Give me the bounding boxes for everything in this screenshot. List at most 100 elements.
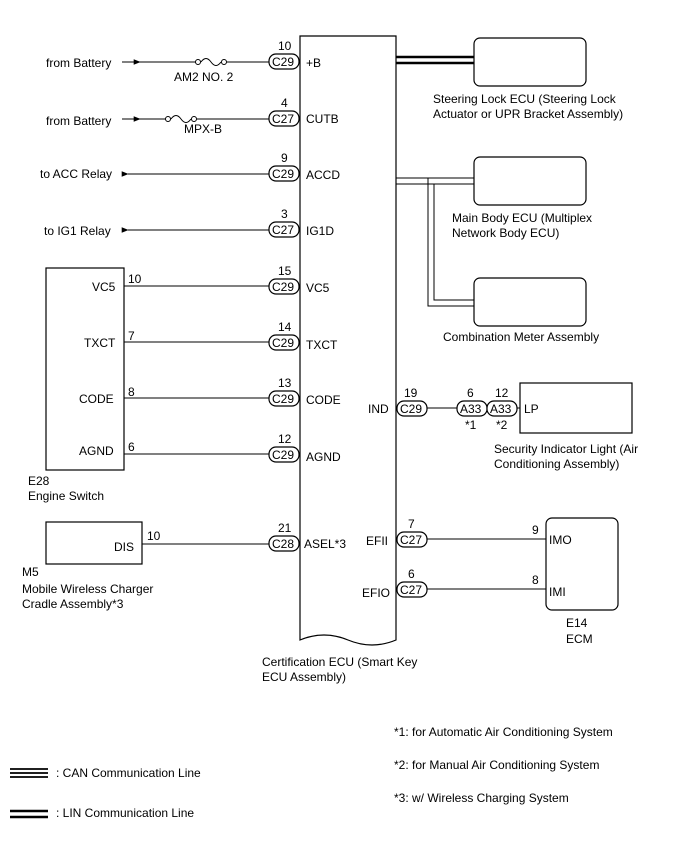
steering-lock-box [473,37,587,87]
source-label: from Battery [46,56,111,70]
note-mark: *2 [496,418,508,432]
legend: : CAN Communication Line : LIN Communica… [10,766,201,820]
left-pin-cutb: 4 C27 CUTB [268,96,339,127]
connector-code: C29 [272,167,294,181]
engine-switch: VC5 TXCT CODE AGND 10 7 8 6 E28 Engine S… [28,267,269,503]
engine-switch-box [45,267,125,471]
pin-number: 14 [278,320,292,334]
terminal-label: DIS [114,540,134,554]
terminal-label: IND [368,402,389,416]
connector-code: C27 [272,223,294,237]
pin-number: 6 [467,386,474,400]
steering-lock-ecu: Steering Lock ECU (Steering Lock Actuato… [396,37,623,121]
component-name: Combination Meter Assembly [443,330,599,344]
source-label: from Battery [46,114,111,128]
terminal-label: LP [524,402,539,416]
charger-box [45,521,143,565]
terminal-label: IMO [549,533,572,547]
connector-code: C29 [272,336,294,350]
fuse-label: MPX-B [184,122,222,136]
component-name: Network Body ECU) [452,226,559,240]
component-name: Steering Lock ECU (Steering Lock [433,92,617,106]
note-mark: *1 [465,418,477,432]
right-pin-efio: EFIO 6 C27 [362,567,428,600]
pin-number: 9 [281,151,288,165]
terminal-label: IMI [549,585,566,599]
left-pin-code: 13 C29 CODE [268,376,341,407]
footnotes: *1: for Automatic Air Conditioning Syste… [394,725,613,805]
fuse-terminal [195,59,201,65]
acc-relay-output: to ACC Relay [40,167,269,181]
component-code: E14 [566,616,588,630]
component-name: Conditioning Assembly) [494,457,619,471]
pin-number: 12 [278,432,292,446]
fuse-terminal [165,116,171,122]
terminal-label: EFII [366,534,388,548]
combination-meter: Combination Meter Assembly [443,277,599,344]
pin-number: 13 [278,376,292,390]
connector-code: A33 [460,402,482,416]
component-name: Actuator or UPR Bracket Assembly) [433,107,623,121]
component-name: Mobile Wireless Charger [22,582,153,596]
connector-code: C29 [272,55,294,69]
pin-number: 8 [128,385,135,399]
component-name: Engine Switch [28,489,104,503]
can-line [433,184,474,301]
terminal-label: CODE [306,393,341,407]
terminal-label: ASEL*3 [304,537,346,551]
pin-number: 10 [128,272,142,286]
pin-number: 8 [532,573,539,587]
connector-code: A33 [490,402,512,416]
pin-number: 10 [147,529,161,543]
component-code: E28 [28,474,50,488]
connector-code: C29 [272,280,294,294]
fuse-icon [200,58,222,66]
terminal-label: CODE [79,392,114,406]
component-name: ECM [566,632,593,646]
terminal-label: VC5 [306,281,330,295]
pin-number: 7 [408,517,415,531]
component-code: M5 [22,565,39,579]
can-line [427,178,474,307]
pin-number: 6 [408,567,415,581]
terminal-label: IG1D [306,224,334,238]
left-pin-vc5: 15 C29 VC5 [268,264,330,295]
wireless-charger: DIS 10 M5 Mobile Wireless Charger Cradle… [22,521,269,611]
pin-number: 4 [281,96,288,110]
battery-feed-am2: from Battery AM2 NO. 2 [46,56,269,84]
left-pin-agnd: 12 C29 AGND [268,432,341,464]
pin-number: 3 [281,207,288,221]
terminal-label: VC5 [92,280,116,294]
terminal-label: TXCT [306,338,338,352]
relay-label: to IG1 Relay [44,224,111,238]
pin-number: 12 [495,386,509,400]
left-pin-plus-b: 10 C29 +B [268,39,321,70]
fuse-terminal [191,116,197,122]
footnote: *3: w/ Wireless Charging System [394,791,569,805]
ecu-name-line2: ECU Assembly) [262,670,346,684]
legend-can: : CAN Communication Line [10,766,201,780]
pin-number: 15 [278,264,292,278]
fuse-terminal [221,59,227,65]
main-body-box [473,156,587,206]
right-pin-efii: EFII 7 C27 [366,517,428,548]
legend-lin: : LIN Communication Line [10,806,194,820]
terminal-label: +B [306,56,321,70]
connector-code: C27 [400,583,422,597]
fuse-label: AM2 NO. 2 [174,70,234,84]
indicator-box [519,382,633,434]
pin-number: 7 [128,329,135,343]
ecm: 9 IMO 8 IMI E14 ECM [427,517,619,646]
security-indicator: 6 A33 *1 12 A33 *2 LP Security Indicator… [427,382,638,471]
can-bus [396,177,474,307]
certification-ecu-body [299,35,397,646]
left-pin-asel: 21 C28 ASEL*3 [268,521,346,552]
connector-code: C28 [272,537,294,551]
main-body-ecu: Main Body ECU (Multiplex Network Body EC… [452,156,592,240]
left-pin-txct: 14 C29 TXCT [268,320,338,352]
left-pin-accd: 9 C29 ACCD [268,151,340,182]
pin-number: 6 [128,440,135,454]
legend-label: : CAN Communication Line [56,766,201,780]
terminal-label: AGND [306,450,341,464]
